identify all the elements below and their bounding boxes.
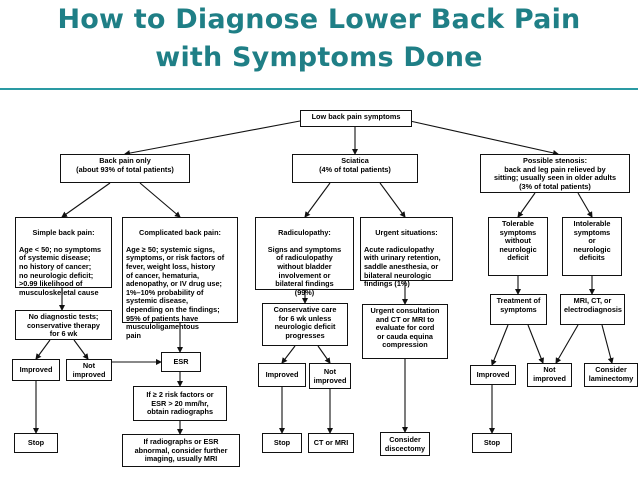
- node-sciatica: Sciatica (4% of total patients): [292, 154, 418, 183]
- edge-nodiag-notimproved: [73, 339, 89, 360]
- edge-stenosis-tolerable: [517, 192, 536, 218]
- node-back-pain-only: Back pain only (about 93% of total patie…: [60, 154, 190, 183]
- edge-mri-notimproved: [555, 324, 579, 364]
- node-simple-back-pain: Simple back pain: Age < 50; no symptoms …: [15, 217, 112, 297]
- node-treatment-of-symptoms: Treatment of symptoms: [490, 294, 547, 325]
- edge-treatment-improved: [491, 324, 509, 366]
- node-radiographs-abnormal: If radiographs or ESR abnormal, consider…: [122, 434, 240, 467]
- urgent-situations-title: Urgent situations:: [375, 227, 438, 237]
- node-stop-1: Stop: [14, 433, 58, 453]
- node-consider-laminectomy: Consider laminectomy: [584, 363, 638, 387]
- title-divider: [0, 88, 638, 90]
- node-improved-2: Improved: [258, 363, 306, 387]
- radiculopathy-body: Signs and symptoms of radiculopathy with…: [267, 244, 342, 297]
- slide-title-line-1: How to Diagnose Lower Back Pain: [57, 4, 581, 35]
- edge-nodiag-improved: [35, 339, 51, 360]
- simple-back-pain-body: Age < 50; no symptoms of systemic diseas…: [19, 244, 102, 297]
- edge-conservative-notimproved: [317, 345, 331, 364]
- node-improved-1: Improved: [12, 359, 60, 381]
- node-stop-2: Stop: [262, 433, 302, 453]
- node-not-improved-3: Not improved: [527, 363, 572, 387]
- node-esr: ESR: [161, 352, 201, 372]
- edge-sciatica-urgent: [379, 182, 406, 218]
- node-possible-stenosis: Possible stenosis: back and leg pain rel…: [480, 154, 630, 193]
- complicated-back-pain-title: Complicated back pain:: [139, 227, 221, 237]
- node-tolerable-symptoms: Tolerable symptoms without neurologic de…: [488, 217, 548, 276]
- edge-conservative-improved: [281, 345, 296, 364]
- node-risk-factors: If ≥ 2 risk factors or ESR > 20 mm/hr, o…: [133, 386, 227, 421]
- node-improved-3: Improved: [470, 365, 516, 385]
- complicated-back-pain-body: Age ≥ 50; systemic signs, symptoms, or r…: [126, 244, 225, 340]
- edge-root-backpain: [124, 120, 301, 157]
- urgent-situations-body: Acute radiculopathy with urinary retenti…: [364, 244, 441, 289]
- edge-treatment-notimproved: [527, 324, 544, 364]
- simple-back-pain-title: Simple back pain:: [32, 227, 95, 237]
- node-ct-or-mri: CT or MRI: [308, 433, 354, 453]
- node-mri-ct-electrodiagnosis: MRI, CT, or electrodiagnosis: [560, 294, 625, 325]
- node-conservative-care: Conservative care for 6 wk unless neurol…: [262, 303, 348, 346]
- node-not-improved-2: Not improved: [309, 363, 351, 389]
- edge-backpain-complicated: [139, 182, 181, 218]
- radiculopathy-title: Radiculopathy:: [278, 227, 331, 237]
- node-not-improved-1: Not improved: [66, 359, 112, 381]
- node-complicated-back-pain: Complicated back pain: Age ≥ 50; systemi…: [122, 217, 238, 339]
- node-stop-3: Stop: [472, 433, 512, 453]
- node-consider-discectomy: Consider discectomy: [380, 432, 430, 456]
- edge-root-stenosis: [409, 120, 559, 156]
- node-no-diagnostic-tests: No diagnostic tests; conservative therap…: [15, 310, 112, 340]
- edge-sciatica-radic: [304, 182, 331, 218]
- node-radiculopathy: Radiculopathy: Signs and symptoms of rad…: [255, 217, 354, 297]
- edge-stenosis-intolerable: [577, 192, 593, 218]
- node-low-back-pain: Low back pain symptoms: [300, 110, 412, 127]
- edge-mri-laminectomy: [601, 324, 614, 364]
- node-urgent-consultation: Urgent consultation and CT or MRI to eva…: [362, 304, 448, 359]
- edge-backpain-simple: [61, 182, 111, 218]
- node-intolerable-symptoms: Intolerable symptoms or neurologic defic…: [562, 217, 622, 276]
- slide-title-line-2: with Symptoms Done: [155, 42, 483, 73]
- node-urgent-situations: Urgent situations: Acute radiculopathy w…: [360, 217, 453, 288]
